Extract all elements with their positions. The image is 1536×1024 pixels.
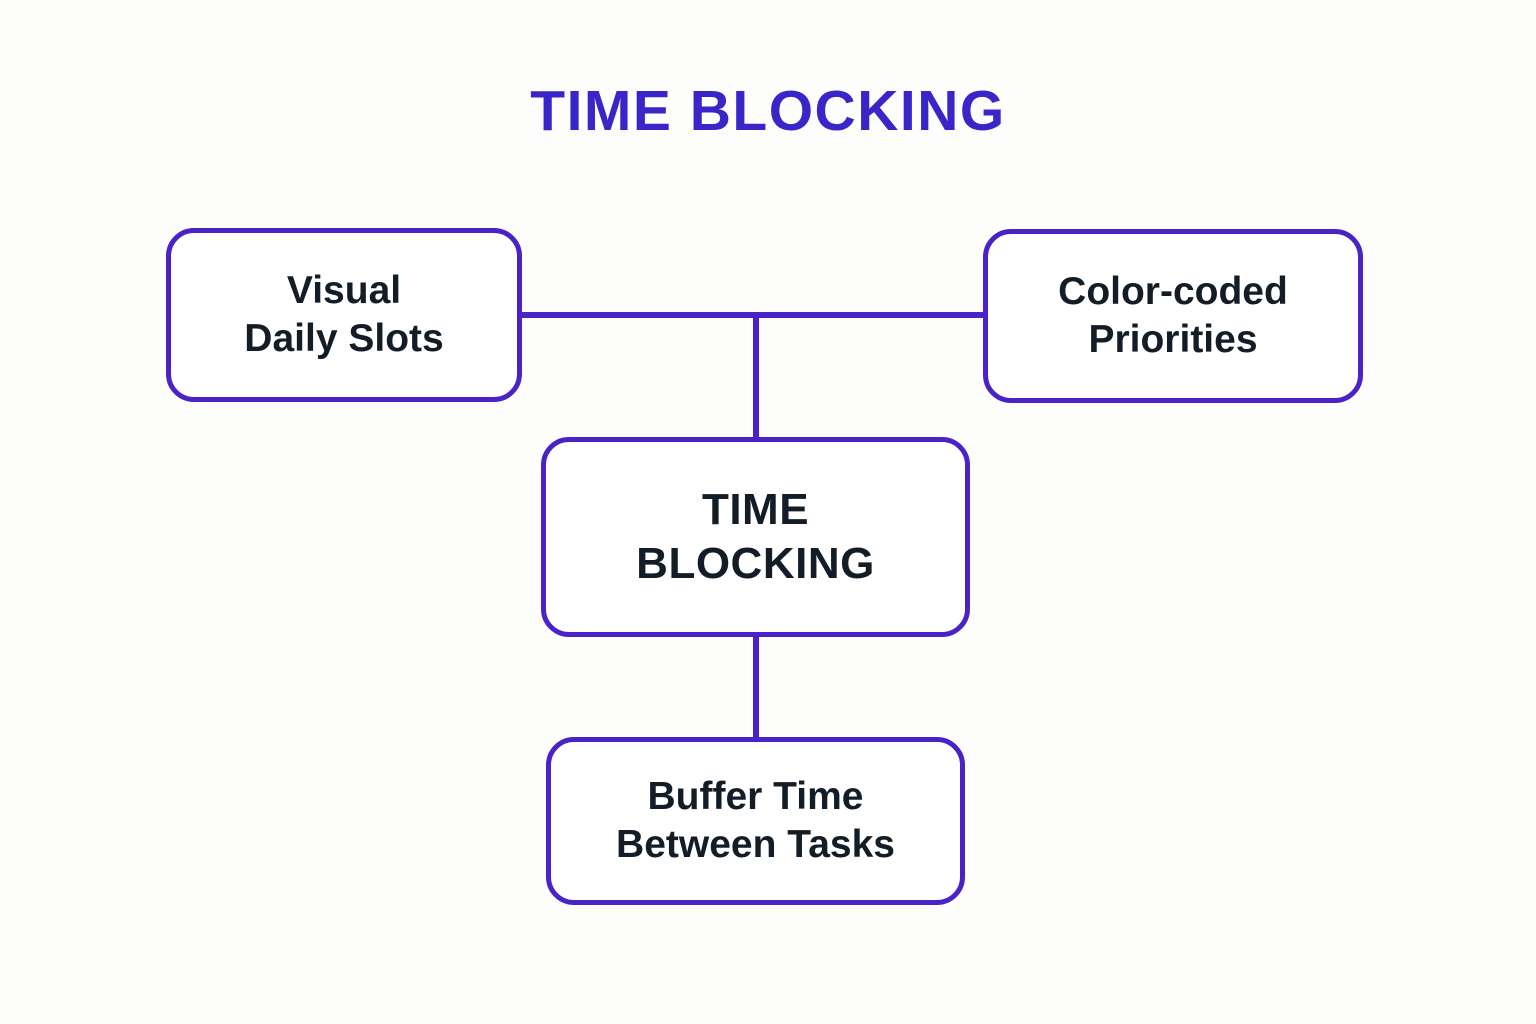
node-color-coded-priorities[interactable]: Color-coded Priorities (983, 229, 1363, 403)
node-visual-daily-slots-label: Visual Daily Slots (244, 269, 444, 360)
node-time-blocking-center-label: TIME BLOCKING (636, 485, 875, 588)
node-visual-daily-slots[interactable]: Visual Daily Slots (166, 228, 522, 402)
node-buffer-time-between-tasks[interactable]: Buffer Time Between Tasks (546, 737, 965, 905)
page-title: TIME BLOCKING (530, 79, 1006, 143)
node-buffer-time-between-tasks-label: Buffer Time Between Tasks (616, 775, 895, 866)
node-color-coded-priorities-label: Color-coded Priorities (1058, 270, 1288, 361)
node-time-blocking-center[interactable]: TIME BLOCKING (541, 437, 970, 637)
